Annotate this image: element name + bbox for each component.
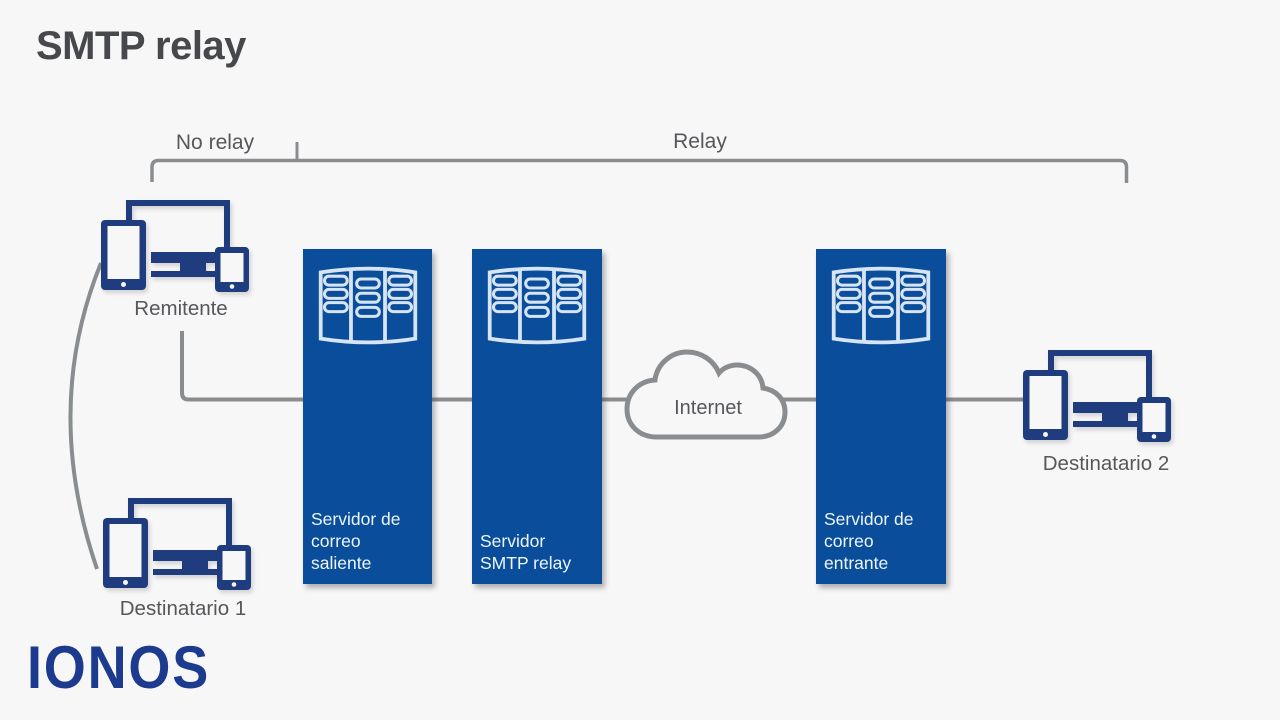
internet-label: Internet [674, 397, 742, 419]
ionos-logo: IONOS [27, 634, 211, 701]
smtp-relay-server-panel: Servidor SMTP relay [472, 249, 602, 584]
destinatario1-label: Destinatario 1 [119, 597, 247, 620]
remitente-destinatario1-curve [68, 262, 103, 570]
smtp-relay-server-label: Servidor SMTP relay [480, 531, 572, 573]
outgoing-mail-server-label: Servidor de correo saliente [311, 509, 401, 573]
cloud-icon [624, 349, 788, 440]
server-rack-icon [484, 262, 590, 349]
remitente-devices-icon [99, 196, 249, 292]
relay-label: Relay [673, 130, 727, 153]
relay-bracket-line [150, 158, 1129, 183]
server-rack-icon [315, 262, 421, 349]
no-relay-label: No relay [175, 131, 255, 154]
page-title: SMTP relay [36, 24, 246, 68]
destinatario2-devices-icon [1021, 346, 1171, 442]
incoming-mail-server-panel: Servidor de correo entrante [816, 249, 946, 584]
outgoing-mail-server-panel: Servidor de correo saliente [303, 249, 432, 584]
remitente-label: Remitente [134, 297, 228, 320]
incoming-mail-server-label: Servidor de correo entrante [824, 509, 914, 573]
destinatario2-label: Destinatario 2 [1042, 452, 1170, 475]
main-connection-line [180, 331, 1023, 402]
destinatario1-devices-icon [101, 494, 251, 590]
server-rack-icon [828, 262, 934, 349]
